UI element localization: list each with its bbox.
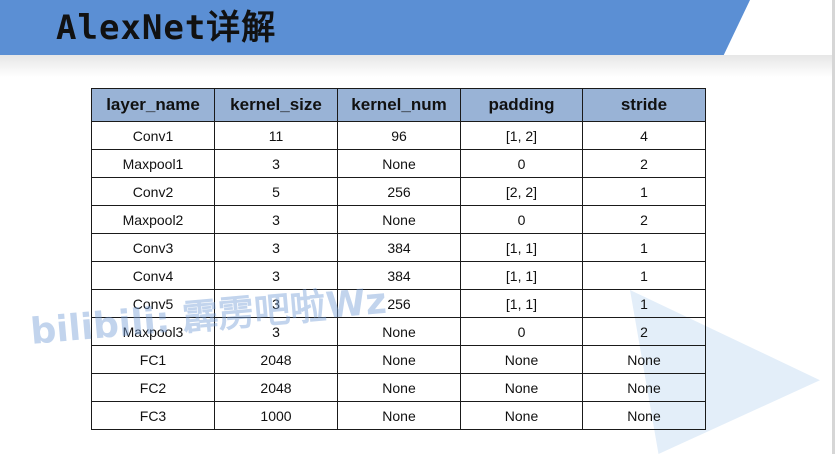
table-cell: 96: [337, 121, 461, 150]
slide-edge: [832, 0, 835, 454]
table-cell: FC2: [91, 373, 215, 402]
table-cell: 384: [337, 261, 461, 290]
table-cell: None: [582, 373, 706, 402]
table-cell: Maxpool1: [91, 149, 215, 178]
table-cell: 0: [460, 205, 583, 234]
page-title: AlexNet详解: [56, 8, 277, 48]
table-cell: Conv1: [91, 121, 215, 150]
table-cell: Conv2: [91, 177, 215, 206]
table-cell: [1, 1]: [460, 233, 583, 262]
table-cell: 3: [214, 149, 338, 178]
table-cell: None: [337, 317, 461, 346]
table-cell: None: [337, 205, 461, 234]
table-cell: Conv4: [91, 261, 215, 290]
table-cell: 2: [582, 317, 706, 346]
table-cell: 3: [214, 233, 338, 262]
layer-table: layer_name kernel_size kernel_num paddin…: [91, 88, 706, 430]
table-cell: None: [582, 401, 706, 430]
table-cell: 5: [214, 177, 338, 206]
table-cell: 3: [214, 205, 338, 234]
table-cell: None: [337, 345, 461, 374]
column-header: kernel_size: [214, 88, 338, 122]
table-cell: 2048: [214, 373, 338, 402]
table-cell: [1, 1]: [460, 289, 583, 318]
table-cell: FC3: [91, 401, 215, 430]
table-cell: 1: [582, 233, 706, 262]
table-cell: Conv3: [91, 233, 215, 262]
table-cell: 0: [460, 149, 583, 178]
table-cell: 4: [582, 121, 706, 150]
table-cell: 3: [214, 317, 338, 346]
table-cell: 3: [214, 261, 338, 290]
table-cell: FC1: [91, 345, 215, 374]
table-cell: None: [337, 401, 461, 430]
table-cell: 384: [337, 233, 461, 262]
table-cell: Maxpool3: [91, 317, 215, 346]
column-header: kernel_num: [337, 88, 461, 122]
table-cell: 1000: [214, 401, 338, 430]
table-cell: 256: [337, 177, 461, 206]
table-cell: None: [460, 401, 583, 430]
table-cell: 3: [214, 289, 338, 318]
table-cell: 0: [460, 317, 583, 346]
table-header-row: layer_name kernel_size kernel_num paddin…: [91, 88, 706, 122]
title-bar: [0, 0, 750, 55]
table-cell: Conv5: [91, 289, 215, 318]
table-cell: None: [460, 373, 583, 402]
column-header: padding: [460, 88, 583, 122]
table-cell: 2: [582, 205, 706, 234]
table-cell: Maxpool2: [91, 205, 215, 234]
column-header: stride: [582, 88, 706, 122]
table-cell: [1, 2]: [460, 121, 583, 150]
table-cell: None: [582, 345, 706, 374]
table-cell: [1, 1]: [460, 261, 583, 290]
table-cell: 256: [337, 289, 461, 318]
table-cell: 1: [582, 177, 706, 206]
table-cell: 11: [214, 121, 338, 150]
column-header: layer_name: [91, 88, 215, 122]
table-cell: None: [337, 373, 461, 402]
table-cell: None: [337, 149, 461, 178]
table-cell: None: [460, 345, 583, 374]
title-shadow: [0, 55, 835, 77]
table-cell: 1: [582, 289, 706, 318]
table-cell: [2, 2]: [460, 177, 583, 206]
table-cell: 1: [582, 261, 706, 290]
table-cell: 2048: [214, 345, 338, 374]
table-cell: 2: [582, 149, 706, 178]
